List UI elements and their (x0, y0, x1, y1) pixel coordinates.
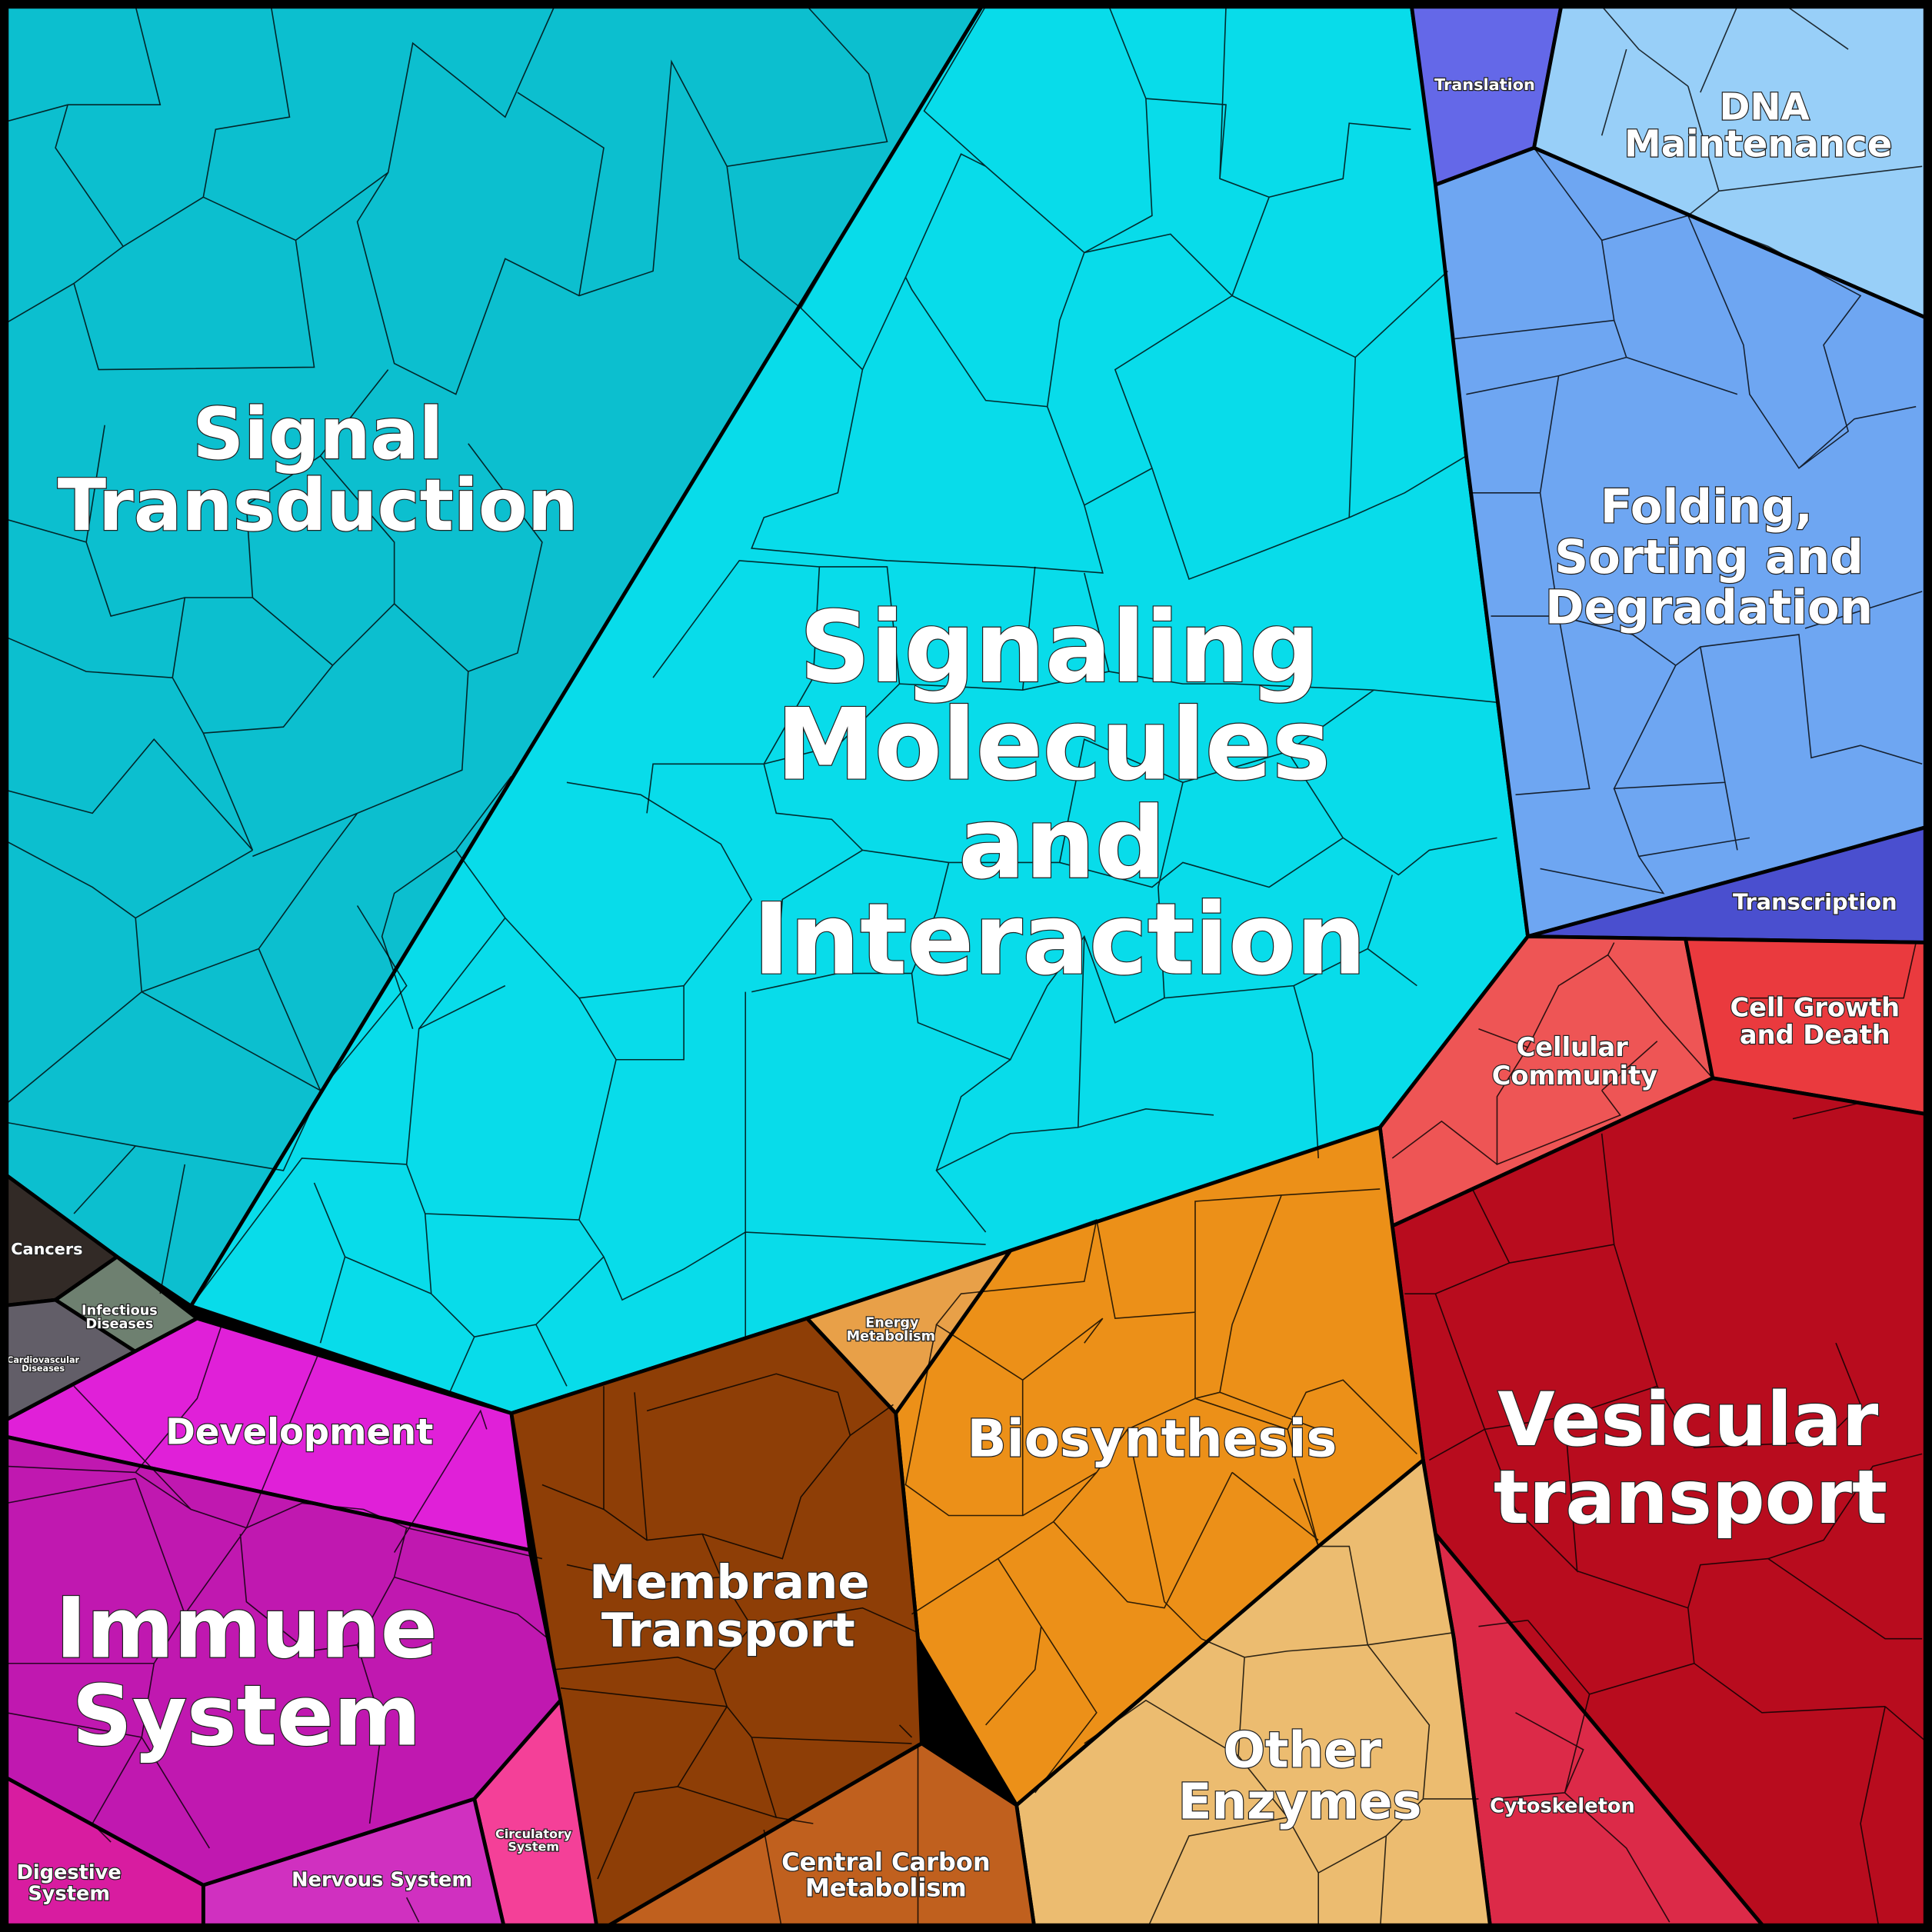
region-cell-growth (1684, 937, 1932, 1118)
label-digestive-system: Digestive (17, 1861, 122, 1884)
label-immune-system: Immune (55, 1580, 437, 1677)
label-cellular-community-2: Community (1492, 1061, 1657, 1091)
label-infectious-diseases-2: Diseases (85, 1317, 153, 1332)
label-energy-metabolism-2: Metabolism (847, 1329, 935, 1344)
label-immune-system-2: System (72, 1667, 421, 1764)
label-cellular-community: Cellular (1517, 1032, 1629, 1062)
label-vesicular-transport-2: transport (1494, 1454, 1887, 1541)
label-vesicular-transport: Vesicular (1497, 1377, 1879, 1463)
label-infectious-diseases: Infectious (82, 1303, 158, 1318)
label-biosynthesis: Biosynthesis (967, 1409, 1337, 1469)
label-transcription: Transcription (1733, 888, 1897, 914)
region-signal-transduction (0, 0, 988, 1308)
label-circulatory-system: Circulatory (495, 1827, 572, 1841)
label-signaling-molecules-3: and (958, 787, 1165, 901)
region-cell-lines (0, 5, 1929, 1932)
region-dna-maintenance (1532, 0, 1932, 322)
label-cytoskeleton: Cytoskeleton (1490, 1795, 1635, 1818)
label-dna-maintenance-2: Maintenance (1624, 122, 1892, 165)
label-dna-maintenance: DNA (1719, 85, 1809, 128)
label-digestive-system-2: System (28, 1882, 110, 1905)
label-central-carbon-2: Metabolism (805, 1874, 967, 1903)
label-development: Development (165, 1411, 433, 1453)
label-folding: Folding, (1601, 479, 1813, 534)
region-membrane-transport (509, 1316, 924, 1932)
label-cardiovascular-diseases-2: Diseases (22, 1364, 65, 1374)
label-signaling-molecules: Signaling (799, 591, 1320, 705)
label-membrane-transport: Membrane (589, 1555, 870, 1610)
label-other-enzymes: Other (1223, 1722, 1381, 1779)
label-signal-transduction-2: Transduction (58, 464, 578, 547)
label-folding-3: Degradation (1545, 581, 1873, 635)
label-cancers: Cancers (11, 1240, 82, 1258)
label-circulatory-system-2: System (508, 1839, 559, 1854)
region-circulatory-system (472, 1698, 600, 1932)
label-other-enzymes-2: Enzymes (1178, 1774, 1422, 1831)
label-membrane-transport-2: Transport (601, 1603, 855, 1657)
label-energy-metabolism: Energy (865, 1315, 919, 1331)
region-development (0, 1316, 532, 1552)
label-cell-growth: Cell Growth (1730, 993, 1900, 1023)
label-nervous-system: Nervous System (291, 1869, 472, 1892)
label-signal-transduction: Signal (192, 392, 443, 475)
label-signaling-molecules-4: Interaction (753, 883, 1366, 998)
label-translation: Translation (1434, 75, 1535, 94)
label-signaling-molecules-2: Molecules (776, 688, 1331, 802)
label-cardiovascular-diseases: Cardiovascular (7, 1355, 79, 1365)
label-cell-growth-2: and Death (1740, 1020, 1890, 1050)
label-central-carbon: Central Carbon (781, 1847, 991, 1877)
label-folding-2: Sorting and (1554, 530, 1864, 585)
region-digestive-system (0, 1772, 205, 1932)
region-central-carbon (595, 1741, 1038, 1932)
labels: Signal Transduction Signaling Molecules … (6, 75, 1900, 1907)
